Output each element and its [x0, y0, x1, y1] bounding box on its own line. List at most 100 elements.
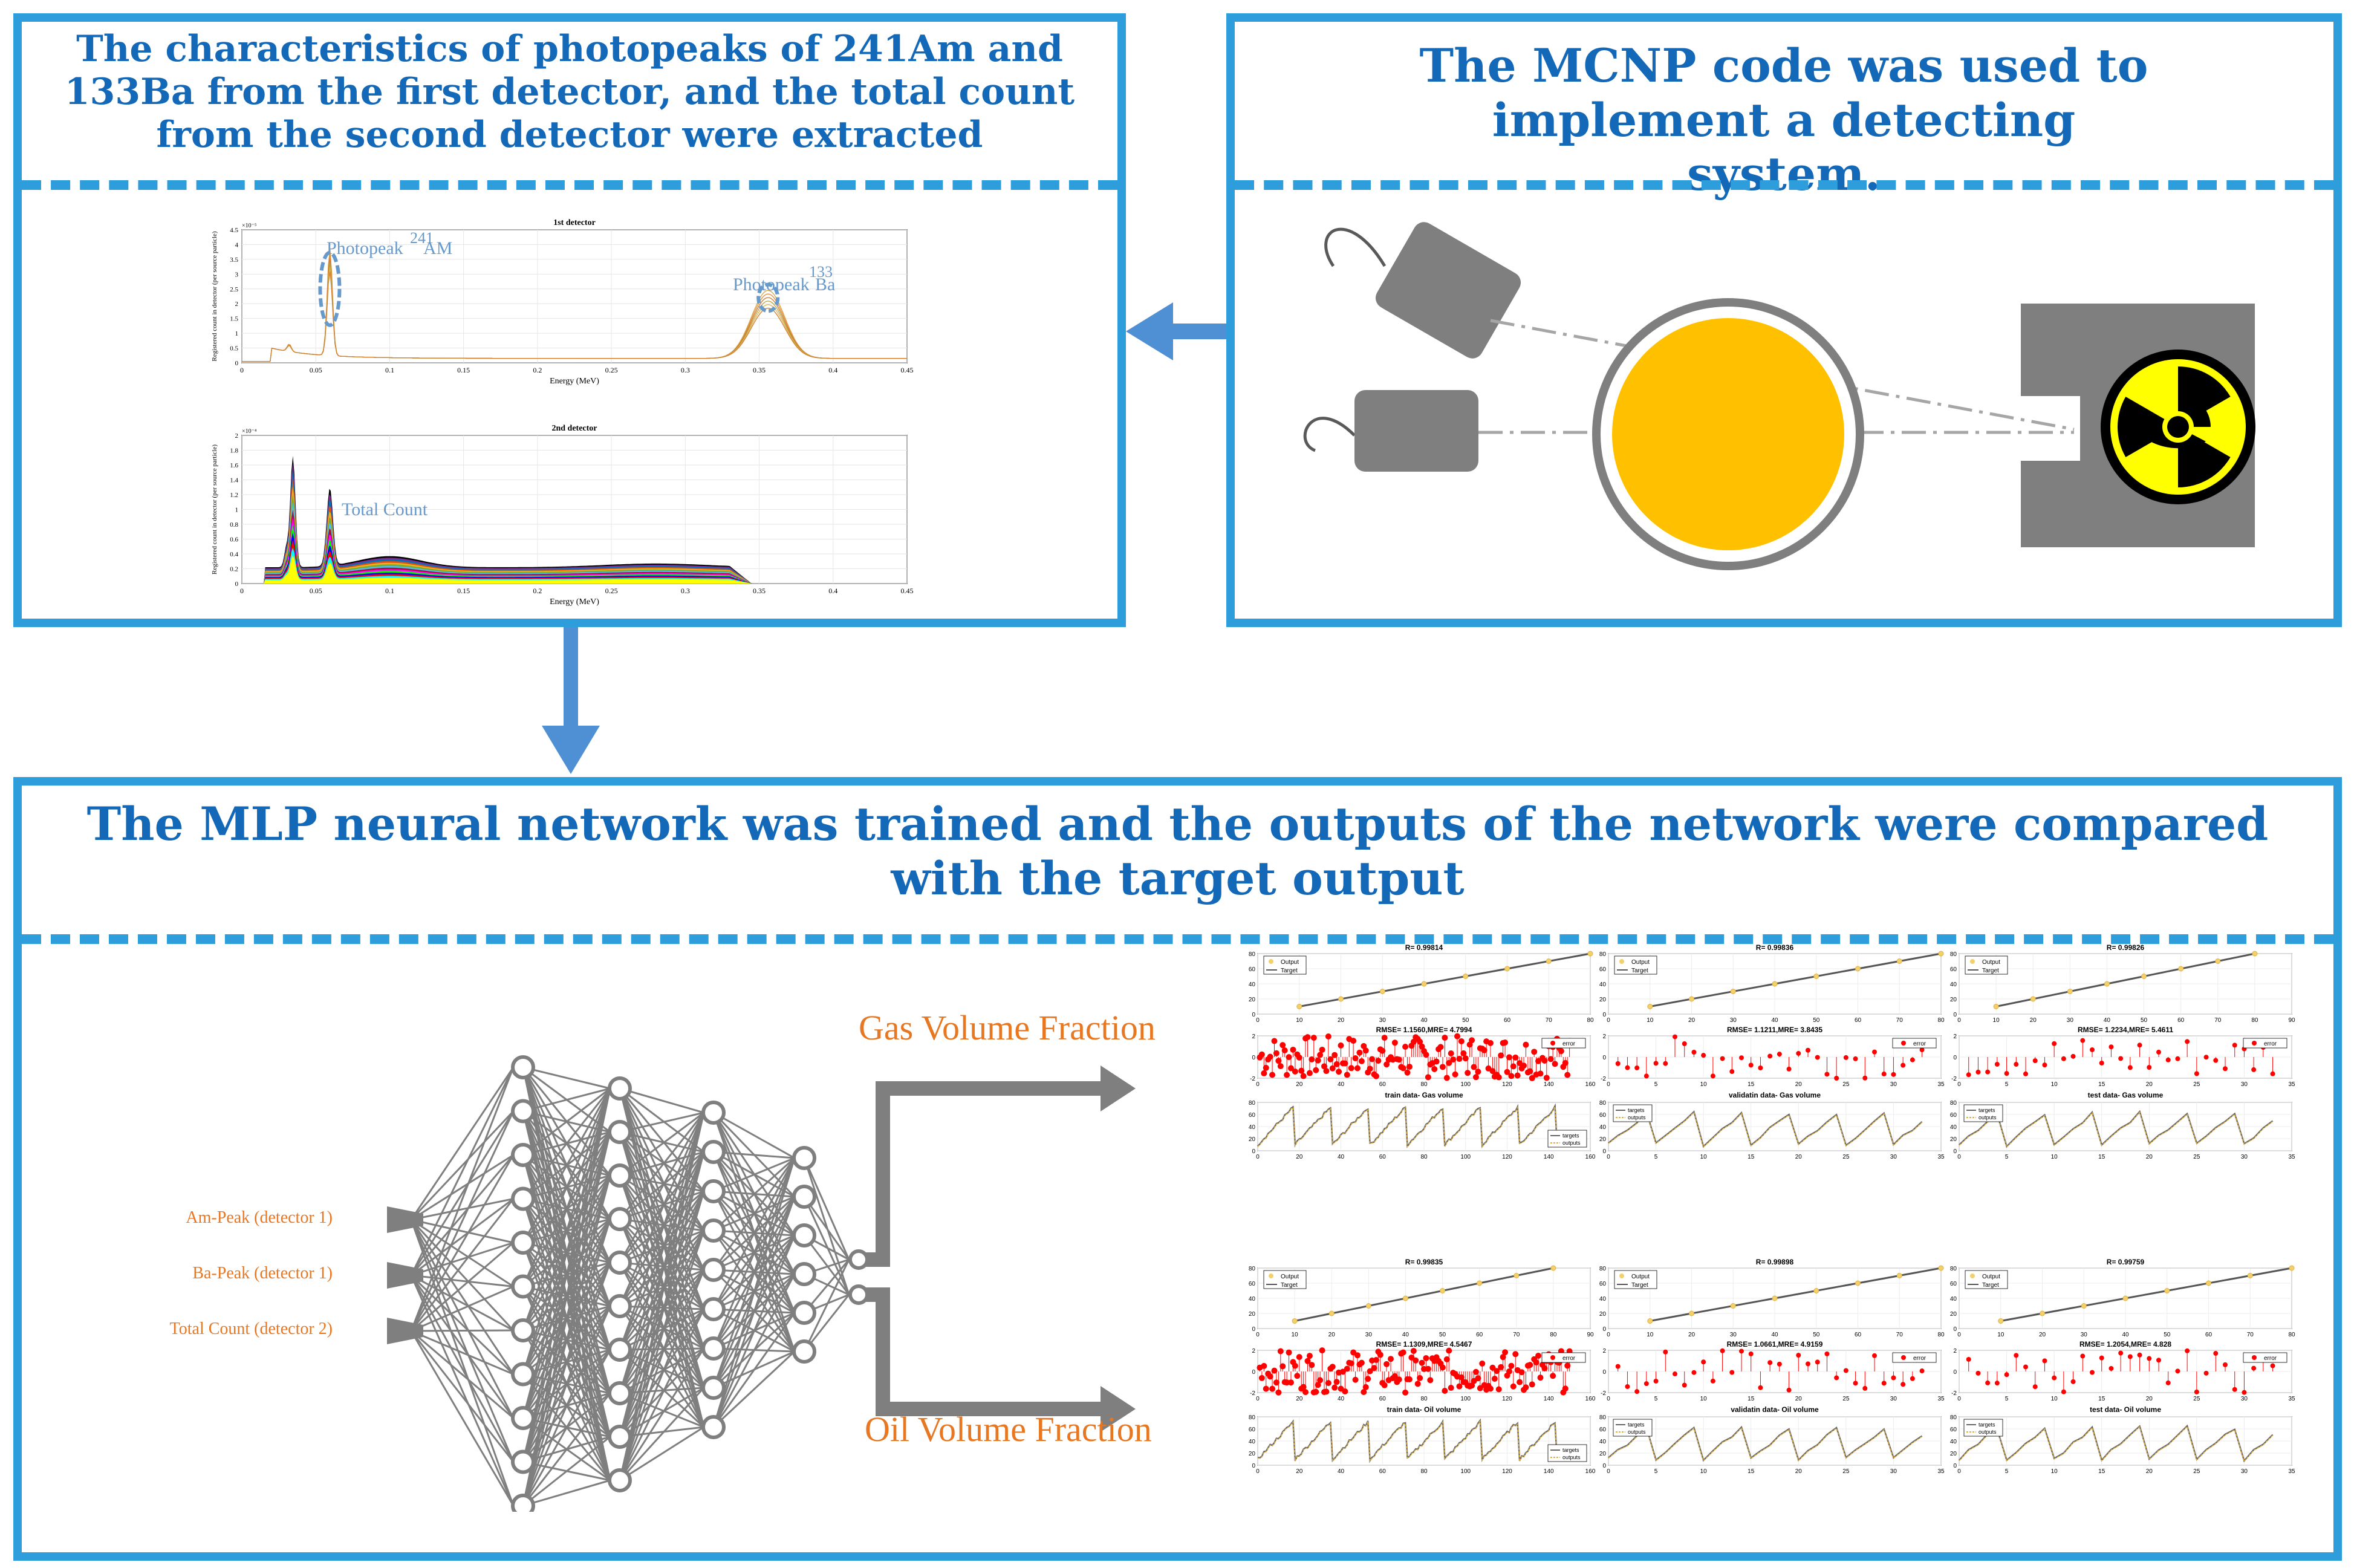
network-connection [619, 1305, 704, 1350]
mcnp-system-diagram [1303, 222, 2255, 570]
error-title: RMSE= 1.1560,MRE= 4.7994 [1376, 1026, 1472, 1034]
error-point [1406, 1376, 1413, 1382]
x-tick-label: 140 [1544, 1081, 1554, 1088]
x-axis-label: Energy (MeV) [550, 597, 599, 607]
x-tick-label: 80 [1420, 1154, 1428, 1160]
ba-annotation: Photopeak [733, 275, 810, 294]
error-point [2127, 1354, 2133, 1359]
legend-error-marker [2252, 1355, 2257, 1360]
error-point [1300, 1384, 1307, 1390]
neuron [608, 1076, 632, 1101]
legend-error-marker [1901, 1041, 1906, 1046]
x-tick-label: 5 [1654, 1468, 1658, 1475]
error-title: RMSE= 1.0661,MRE= 4.9159 [1727, 1340, 1823, 1348]
network-connection [803, 1196, 850, 1295]
error-point [1739, 1055, 1744, 1061]
ba-annotation-mass: 133 [809, 263, 833, 281]
error-point [2270, 1363, 2275, 1368]
x-tick-label: 35 [2288, 1396, 2295, 1402]
y-tick-label: 0 [1252, 1148, 1255, 1155]
network-connection [619, 1131, 705, 1231]
x-tick-label: 10 [1700, 1468, 1708, 1475]
x-tick-label: 0 [1607, 1081, 1610, 1088]
error-point [1469, 1382, 1475, 1389]
y-tick-label: 1 [235, 507, 239, 514]
error-point [2232, 1387, 2237, 1392]
x-tick-label: 0.25 [605, 587, 618, 595]
y-tick-label: 80 [1950, 1266, 1957, 1272]
x-tick-label: 30 [2081, 1332, 2088, 1338]
output-point [1813, 1288, 1819, 1293]
y-tick-label: 80 [1599, 1414, 1607, 1421]
network-connection [619, 1308, 704, 1351]
output-point [2164, 1288, 2170, 1293]
network-connection [619, 1174, 704, 1192]
network-connection [410, 1275, 515, 1419]
x-tick-label: 35 [2288, 1154, 2295, 1160]
error-point [1966, 1072, 1971, 1078]
network-connection [619, 1112, 705, 1394]
x-tick-label: 0.4 [828, 366, 837, 374]
x-tick-label: 0 [1607, 1154, 1610, 1160]
x-tick-label: 0.4 [828, 587, 837, 595]
regression-legend-box [1614, 955, 1657, 975]
error-point [1663, 1349, 1668, 1355]
network-connection [619, 1151, 704, 1177]
error-point [2223, 1362, 2228, 1367]
error-point [1356, 1049, 1363, 1056]
neuron [608, 1207, 632, 1231]
y-tick-label: 80 [1249, 951, 1256, 958]
x-tick-label: 40 [1338, 1154, 1345, 1160]
network-connection [522, 1218, 611, 1506]
error-point [1720, 1348, 1725, 1353]
target-line [2000, 1267, 2292, 1322]
x-tick-label: 20 [1795, 1081, 1803, 1088]
network-connection [522, 1088, 611, 1506]
x-tick-label: 25 [2193, 1154, 2200, 1160]
network-connection [712, 1157, 796, 1232]
error-point [1288, 1065, 1294, 1072]
mcnp-panel-divider [1235, 180, 2333, 190]
network-connection [619, 1230, 705, 1481]
legend-output: Output [1281, 1274, 1299, 1280]
network-connection [410, 1110, 515, 1276]
x-tick-label: 25 [1842, 1154, 1850, 1160]
error-point [1489, 1068, 1496, 1075]
error-point [1419, 1359, 1425, 1366]
network-connection [619, 1309, 705, 1481]
network-connection [410, 1067, 515, 1220]
x-tick-label: 30 [1730, 1017, 1737, 1024]
x-tick-label: 60 [2177, 1017, 2185, 1024]
output-point [1440, 1288, 1446, 1293]
output-point [1421, 981, 1427, 987]
legend-outputs: outputs [1978, 1114, 1997, 1121]
error-point [1491, 1376, 1498, 1382]
error-point [1558, 1048, 1564, 1055]
x-tick-label: 0.3 [681, 587, 690, 595]
outputs-line [1608, 1111, 1923, 1148]
error-title: RMSE= 1.2234,MRE= 5.4611 [2078, 1026, 2173, 1034]
x-tick-label: 0.15 [457, 587, 470, 595]
error-point [1362, 1047, 1369, 1054]
error-point [2052, 1041, 2057, 1046]
neuron [848, 1249, 869, 1270]
error-point [1527, 1362, 1533, 1368]
x-tick-label: 80 [1420, 1081, 1428, 1088]
legend-output: Output [1631, 1274, 1650, 1280]
error-point [1302, 1389, 1309, 1396]
x-tick-label: 0 [1957, 1017, 1961, 1024]
error-point [2023, 1364, 2028, 1370]
x-tick-label: 5 [1654, 1154, 1658, 1160]
error-point [1423, 1355, 1429, 1361]
x-tick-label: 100 [1460, 1468, 1471, 1475]
x-tick-label: 15 [2098, 1154, 2105, 1160]
x-tick-label: 20 [2030, 1017, 2037, 1024]
error-point [2070, 1379, 2076, 1384]
error-point [1523, 1041, 1529, 1048]
legend-targets: targets [1628, 1422, 1645, 1428]
legend-output-marker [1269, 1274, 1273, 1278]
error-point [1853, 1381, 1858, 1386]
x-tick-label: 5 [1654, 1396, 1658, 1402]
network-connection [619, 1218, 704, 1232]
error-point [1296, 1054, 1302, 1061]
